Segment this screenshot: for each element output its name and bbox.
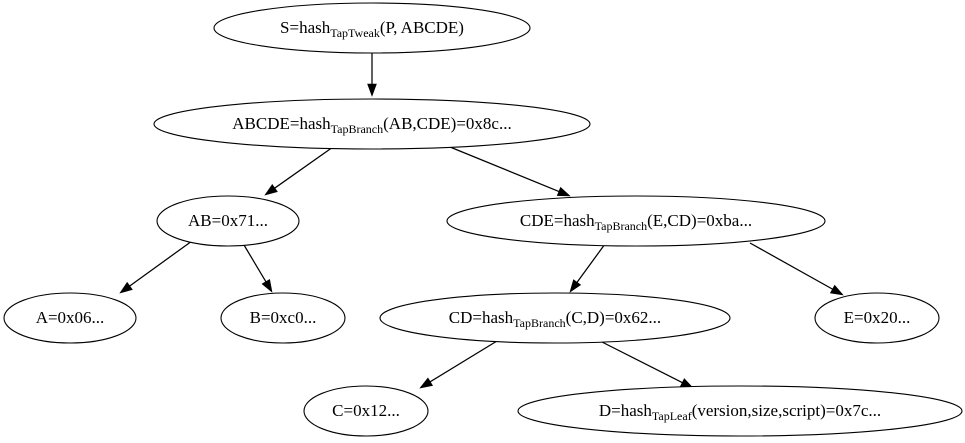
edge-line xyxy=(599,340,684,384)
edge-line xyxy=(128,240,193,288)
node-label: S=hashTapTweak(P, ABCDE) xyxy=(280,18,464,40)
edge-line xyxy=(749,242,835,291)
node-label: A=0x06... xyxy=(36,308,105,327)
edge-cde-to-cd xyxy=(569,243,606,293)
node-ab[interactable]: AB=0x71... xyxy=(156,195,300,247)
edge-s-to-abcde xyxy=(367,53,377,97)
node-ellipse[interactable] xyxy=(379,292,731,344)
node-label: ABCDE=hashTapBranch(AB,CDE)=0x8c... xyxy=(232,114,511,136)
node-label: C=0x12... xyxy=(332,401,400,420)
edge-cde-to-e xyxy=(749,242,844,296)
edge-arrowhead xyxy=(367,83,377,97)
edge-arrowhead xyxy=(261,278,273,293)
node-cd[interactable]: CD=hashTapBranch(C,D)=0x62... xyxy=(379,292,731,344)
node-ellipse[interactable] xyxy=(220,292,346,344)
edges-layer xyxy=(119,53,844,389)
node-ellipse[interactable] xyxy=(153,98,591,150)
node-ellipse[interactable] xyxy=(213,2,531,54)
edge-abcde-to-ab xyxy=(264,146,334,196)
node-ellipse[interactable] xyxy=(303,385,429,437)
node-ellipse[interactable] xyxy=(446,195,826,247)
node-label-subscript: TapBranch xyxy=(595,219,647,233)
node-label-subscript: TapBranch xyxy=(331,122,383,136)
edge-line xyxy=(575,243,606,284)
edge-arrowhead xyxy=(419,377,434,389)
edge-line xyxy=(449,146,561,193)
edge-line xyxy=(243,244,268,284)
edge-ab-to-b xyxy=(243,244,273,293)
node-d[interactable]: D=hashTapLeaf(version,size,script)=0x7c.… xyxy=(517,385,963,437)
node-ellipse[interactable] xyxy=(3,292,137,344)
edge-line xyxy=(428,340,498,384)
node-ellipse[interactable] xyxy=(814,292,940,344)
node-b[interactable]: B=0xc0... xyxy=(220,292,346,344)
edge-arrowhead xyxy=(264,183,278,196)
node-label: E=0x20... xyxy=(844,308,911,327)
node-label-subscript: TapTweak xyxy=(330,26,380,40)
node-label: D=hashTapLeaf(version,size,script)=0x7c.… xyxy=(599,401,881,423)
nodes-layer: S=hashTapTweak(P, ABCDE) ABCDE=hashTapBra… xyxy=(3,2,963,437)
node-ellipse[interactable] xyxy=(517,385,963,437)
node-c[interactable]: C=0x12... xyxy=(303,385,429,437)
node-label: B=0xc0... xyxy=(250,308,317,327)
node-a[interactable]: A=0x06... xyxy=(3,292,137,344)
edge-arrowhead xyxy=(569,279,582,293)
node-label: CD=hashTapBranch(C,D)=0x62... xyxy=(449,308,661,330)
edge-cd-to-d xyxy=(599,340,694,389)
edge-cd-to-c xyxy=(419,340,498,389)
node-label-subscript: TapBranch xyxy=(513,316,565,330)
node-label: AB=0x71... xyxy=(188,211,268,230)
node-e[interactable]: E=0x20... xyxy=(814,292,940,344)
node-ellipse[interactable] xyxy=(156,195,300,247)
node-s[interactable]: S=hashTapTweak(P, ABCDE) xyxy=(213,2,531,54)
edge-arrowhead xyxy=(556,186,571,197)
edge-line xyxy=(273,146,334,190)
node-label-subscript: TapLeaf xyxy=(652,409,692,423)
edge-arrowhead xyxy=(829,284,844,296)
node-label: CDE=hashTapBranch(E,CD)=0xba... xyxy=(520,211,752,233)
edge-arrowhead xyxy=(119,281,133,294)
edge-ab-to-a xyxy=(119,240,193,294)
node-abcde[interactable]: ABCDE=hashTapBranch(AB,CDE)=0x8c... xyxy=(153,98,591,150)
node-cde[interactable]: CDE=hashTapBranch(E,CD)=0xba... xyxy=(446,195,826,247)
edge-abcde-to-cde xyxy=(449,146,571,197)
